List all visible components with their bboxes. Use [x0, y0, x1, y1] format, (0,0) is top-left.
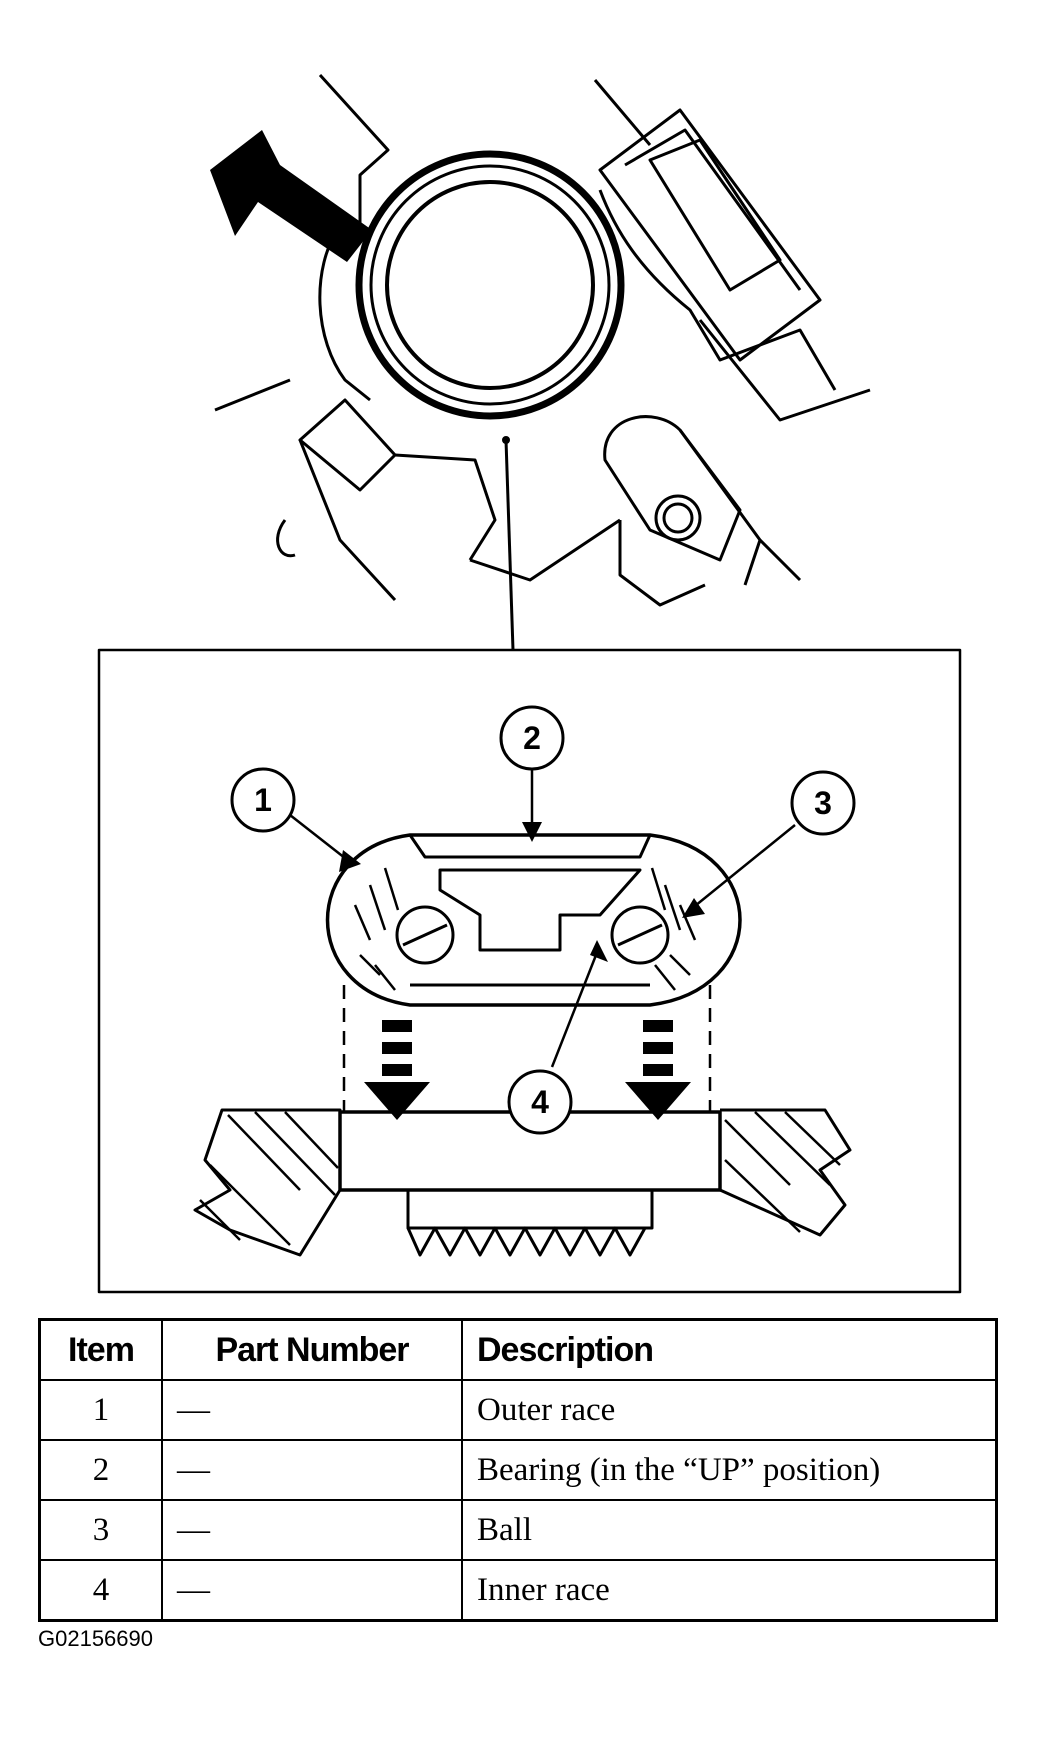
cell-part-number: — [161, 1439, 463, 1501]
cell-part-number: — [161, 1379, 463, 1441]
cell-item: 2 [38, 1439, 163, 1501]
figure-id: G02156690 [38, 1626, 153, 1651]
cell-description: Inner race [461, 1559, 998, 1622]
table-row: 4 — Inner race [38, 1559, 998, 1622]
cell-part-number: — [161, 1499, 463, 1561]
header-description: Description [461, 1318, 998, 1381]
cell-description: Bearing (in the “UP” position) [461, 1439, 998, 1501]
cell-description: Outer race [461, 1379, 998, 1441]
location-arrow-icon [210, 130, 372, 262]
housing-view [214, 73, 871, 607]
table-row: 3 — Ball [38, 1499, 998, 1561]
bearing-cross-section [325, 833, 742, 1007]
callout-circle-1 [230, 767, 296, 833]
cell-part-number: — [161, 1559, 463, 1622]
table-row: 1 — Outer race [38, 1379, 998, 1441]
callout-circle-4 [507, 1069, 573, 1135]
shaft-section [193, 1108, 852, 1257]
cell-item: 1 [38, 1379, 163, 1441]
table-row: 2 — Bearing (in the “UP” position) [38, 1439, 998, 1501]
cell-item: 4 [38, 1559, 163, 1622]
bearing-diagram: 1 2 3 4 [97, 73, 962, 1294]
table-header-row: Item Part Number Description [38, 1318, 998, 1381]
callout-label-2: 2 [523, 720, 541, 756]
callout-circle-2 [499, 705, 565, 771]
detail-view-frame [97, 648, 962, 1294]
header-item: Item [38, 1318, 163, 1381]
cell-description: Ball [461, 1499, 998, 1561]
callout-label-4: 4 [531, 1084, 549, 1120]
callout-circle-3 [790, 770, 856, 836]
header-part-number: Part Number [161, 1318, 463, 1381]
callout-label-3: 3 [814, 785, 832, 821]
callout-label-1: 1 [254, 782, 272, 818]
cell-item: 3 [38, 1499, 163, 1561]
parts-table: Item Part Number Description 1 — Outer r… [38, 1318, 998, 1622]
